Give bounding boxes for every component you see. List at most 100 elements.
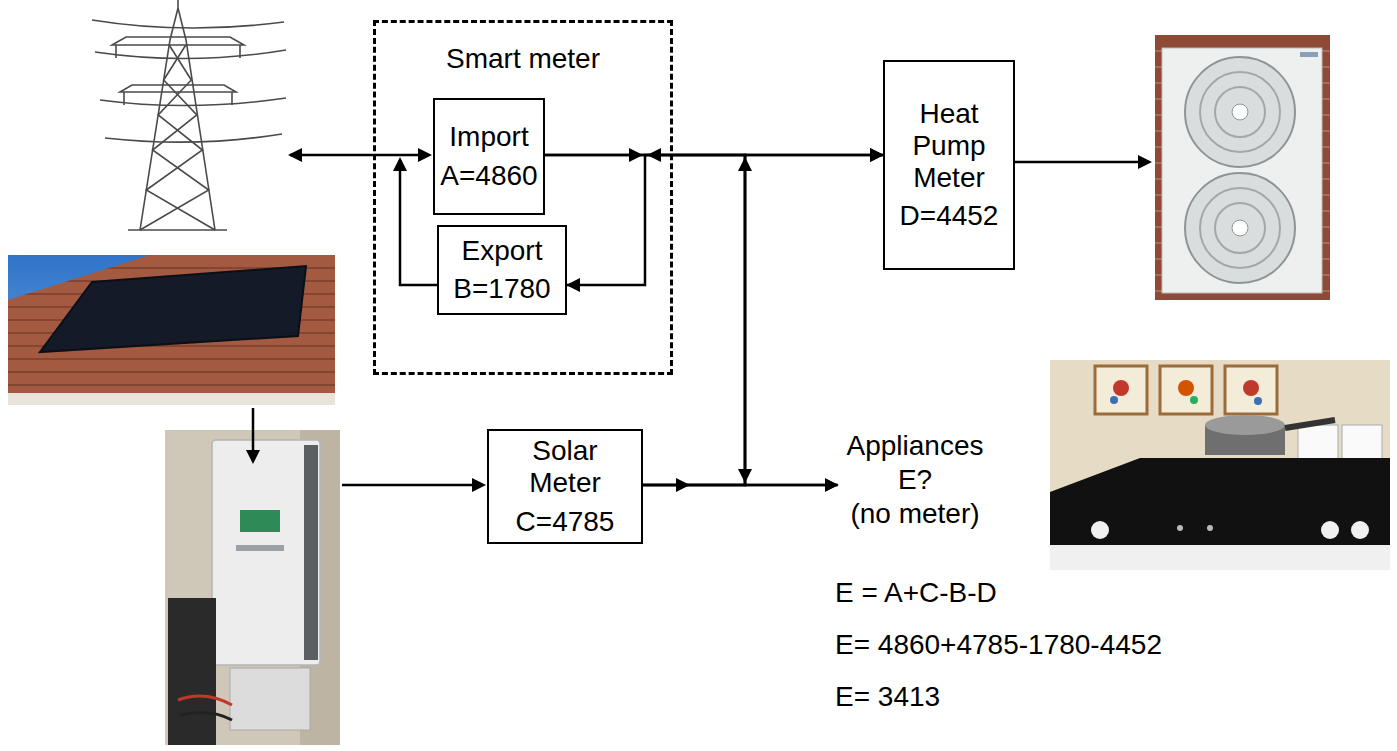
flow-arrow [400,160,437,285]
heat-pump-photo [1232,220,1248,236]
node-title: Import [439,121,539,153]
flow-arrow [1015,161,1146,164]
solar-roof-photo [8,384,335,386]
smart-meter-group: Smart meterImportA=4860ExportB=1780 [373,20,673,375]
pylon-illustration [146,45,215,230]
induction-hob-photo [1225,366,1277,414]
inverter-photo [230,668,310,730]
heat-pump-photo [1200,188,1280,268]
meter-register: ExportB=1780 [437,225,567,315]
inverter-photo [178,696,232,705]
heat-pump-photo [1200,72,1280,152]
heat-pump-photo [1162,48,1322,293]
induction-hob-photo [1110,396,1118,404]
solar-roof-photo [8,371,335,373]
pylon-illustration [95,50,286,59]
inverter-photo [304,445,318,660]
formula-line: E= 4860+4785-1780-4452 [835,628,1162,662]
pylon-illustration [239,45,241,58]
pylon-illustration [100,98,286,106]
pylon-illustration [112,37,244,45]
induction-hob-photo [1177,525,1183,531]
induction-hob-photo [1243,380,1259,396]
meter-box: Solar MeterC=4785 [487,429,643,544]
induction-hob-photo [1050,360,1390,570]
induction-hob-photo [1207,525,1213,531]
node-title: Solar Meter [493,435,637,499]
induction-hob-photo [1113,380,1129,396]
node-title: Appliances [844,430,987,462]
arrow-head [393,157,407,171]
heat-pump-photo [1215,203,1265,253]
induction-hob-photo [1190,396,1198,404]
pylon-illustration [140,45,209,230]
pylon-illustration [128,229,227,231]
induction-hob-photo [1050,360,1390,570]
heat-pump-photo [1300,52,1318,57]
pylon-illustration [105,134,282,142]
heat-pump-photo [1185,173,1295,283]
inverter-photo [240,510,280,532]
solar-roof-photo [8,393,335,405]
node-text: D=4452 [889,200,1009,232]
arrow-head [246,148,1152,492]
inverter-photo [236,545,284,551]
formula-line: E = A+C-B-D [835,576,997,610]
induction-hob-photo [1160,366,1212,414]
heat-pump-photo [1232,104,1248,120]
node-text: A=4860 [439,160,539,192]
node-title: Smart meter [376,43,670,75]
flow-arrow [342,484,482,487]
inverter-photo [165,430,340,745]
meter-box: Heat Pump MeterD=4452 [883,60,1015,270]
node-text: E? [844,464,987,496]
induction-hob-photo [1050,545,1390,570]
arrow-head [418,148,432,162]
inverter-photo [180,712,232,720]
inverter-photo [168,598,216,745]
solar-roof-photo [40,266,306,352]
solar-roof-photo [8,255,335,405]
induction-hob-photo [1351,521,1369,539]
pylon-illustration [92,20,284,28]
induction-hob-photo [1178,380,1194,396]
node-title: Export [443,235,561,267]
node-text: (no meter) [844,498,987,530]
heat-pump-photo [1215,87,1265,137]
formula-line: E= 3413 [835,680,940,714]
pylon-illustration [92,0,286,230]
induction-hob-photo [1095,366,1147,414]
induction-hob-photo [1091,521,1109,539]
solar-roof-photo [8,255,335,405]
pylon-illustration [123,92,125,105]
heat-pump-photo [1155,35,1330,300]
arrow-head [246,450,260,464]
induction-hob-photo [1050,458,1390,545]
node-title: Heat Pump Meter [889,98,1009,195]
node-text: B=1780 [443,273,561,305]
arrow-head [1138,155,1152,169]
pylon-illustration [231,92,233,105]
meter-register: ImportA=4860 [433,98,545,215]
solar-roof-photo [8,358,335,360]
solar-roof-photo [8,255,335,405]
induction-hob-photo [1321,521,1339,539]
inverter-photo [212,440,320,665]
arrow-head [288,148,302,162]
load-label-node: AppliancesE?(no meter) [838,425,993,535]
induction-hob-photo [1205,415,1285,435]
pylon-illustration [177,0,179,8]
pylon-illustration [115,45,117,58]
induction-hob-photo [1285,420,1335,428]
inverter-photo [165,430,340,745]
flow-arrow [290,154,428,157]
node-text: C=4785 [493,506,637,538]
heat-pump-photo [1155,35,1330,300]
pylon-illustration [140,8,215,230]
induction-hob-photo [1254,397,1262,405]
heat-pump-photo [1185,57,1295,167]
